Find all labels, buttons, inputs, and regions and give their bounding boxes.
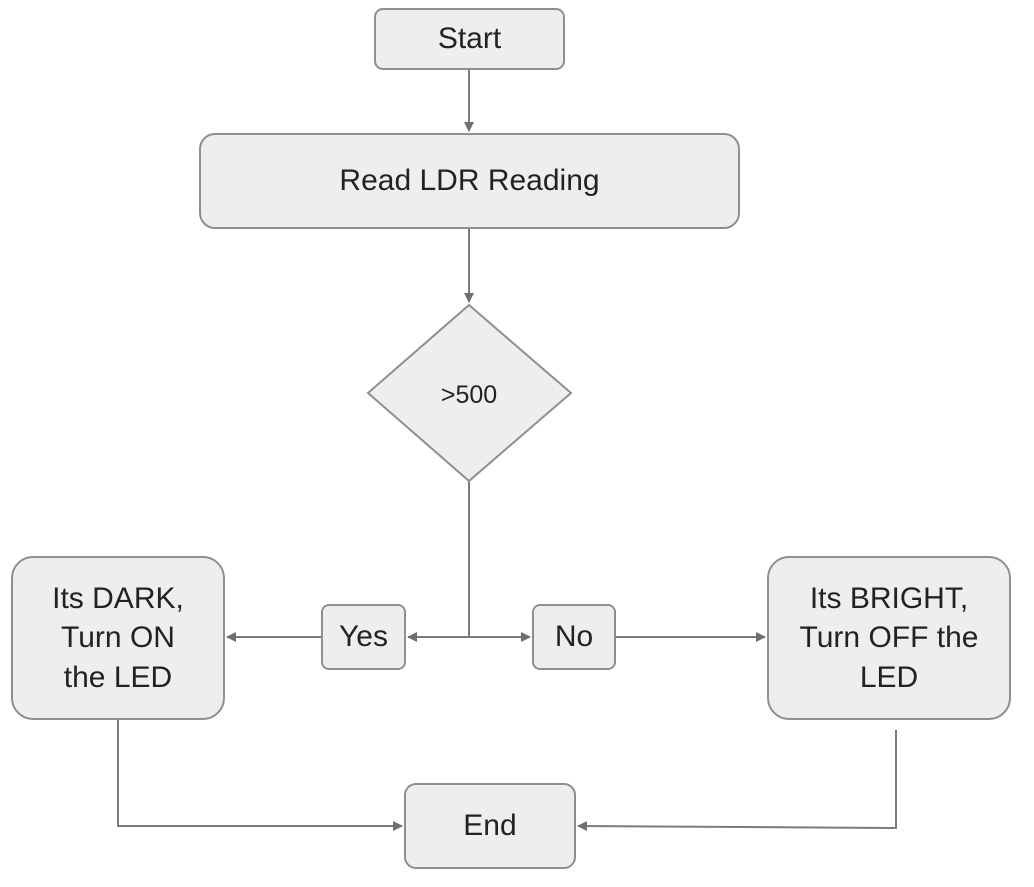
edge-bright-to-end	[577, 730, 897, 832]
no-label: No	[554, 620, 594, 654]
yes-label-box: Yes	[321, 604, 406, 670]
bright-action-label: Its BRIGHT, Turn OFF the LED	[799, 581, 979, 694]
no-label-box: No	[532, 604, 616, 670]
dark-action-node: Its DARK, Turn ON the LED	[11, 556, 225, 720]
end-label: End	[463, 809, 517, 843]
decision-diamond	[366, 303, 573, 483]
bright-action-node: Its BRIGHT, Turn OFF the LED	[767, 556, 1011, 720]
edge-dark-to-end	[117, 720, 403, 831]
dark-action-label: Its DARK, Turn ON the LED	[52, 581, 184, 694]
yes-label: Yes	[339, 620, 388, 654]
read-ldr-label: Read LDR Reading	[339, 164, 600, 198]
decision-label: >500	[440, 380, 498, 409]
read-ldr-node: Read LDR Reading	[199, 133, 740, 229]
start-node: Start	[374, 8, 565, 70]
start-label: Start	[437, 22, 502, 56]
end-node: End	[404, 783, 576, 869]
